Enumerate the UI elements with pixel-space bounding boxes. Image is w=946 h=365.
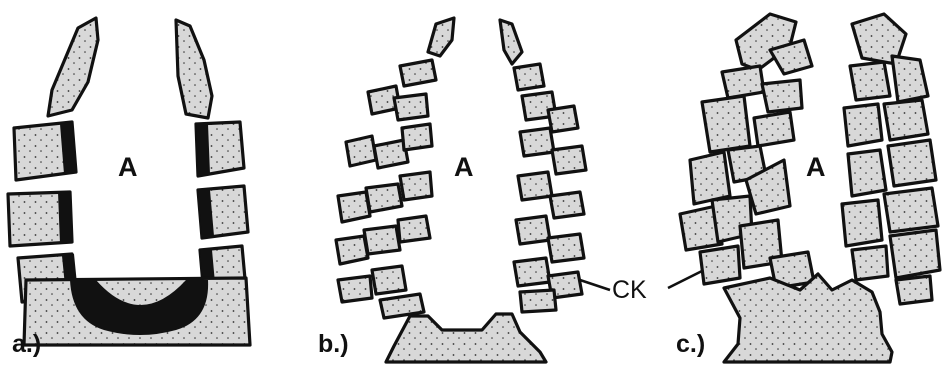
panel-b-left-seg-10	[336, 236, 368, 264]
panel-c-frag-18	[844, 104, 882, 146]
panel-c-frag-16	[850, 62, 890, 100]
panel-c-frag-20	[848, 150, 886, 196]
panel-b-right-seg-4	[520, 128, 554, 156]
panel-b-right-seg-5	[552, 146, 586, 174]
panel-a-right-dark-1	[196, 124, 210, 176]
panel-c-frag-19	[884, 100, 928, 140]
panel-b-left-seg-9	[400, 172, 432, 200]
panel-c-frag-7	[690, 152, 730, 204]
panel-b-right-seg-3	[548, 106, 578, 132]
panel-b-left-tip	[428, 18, 454, 56]
panel-c-frag-17	[892, 56, 928, 102]
panel-c-label: c.)	[676, 330, 705, 358]
panel-c-frag-23	[884, 188, 938, 232]
panel-c-right-fragments	[842, 14, 940, 304]
panel-c: A c.)	[676, 14, 940, 362]
panel-a-right-tip	[176, 20, 212, 118]
panel-b-right-tip	[500, 20, 522, 64]
panel-b-left-seg-4	[346, 136, 376, 166]
panel-a-left-tip	[48, 18, 98, 116]
panel-c-cavity-label: A	[806, 152, 826, 182]
ck-label: CK	[612, 276, 647, 304]
panel-b-right-segments	[514, 64, 586, 312]
panel-b-left-seg-7	[338, 192, 370, 222]
panel-b-label: b.)	[318, 330, 349, 358]
panel-a: A a.)	[8, 18, 250, 358]
panel-c-base	[724, 274, 892, 362]
panel-c-frag-12	[700, 246, 740, 284]
panel-c-frag-25	[890, 230, 940, 278]
panel-c-frag-21	[888, 140, 936, 186]
panel-b-left-seg-14	[372, 266, 406, 294]
panel-b-left-seg-1	[400, 60, 436, 86]
panel-b-right-seg-7	[550, 192, 584, 218]
panel-b-left-seg-13	[338, 276, 372, 302]
panel-b-base	[386, 314, 546, 362]
panel-b-right-seg-1	[514, 64, 544, 90]
panel-b-right-seg-9	[548, 234, 584, 262]
ck-callout: CK	[580, 262, 720, 304]
panel-b-left-seg-6	[402, 124, 432, 150]
panel-c-frag-22	[842, 200, 882, 246]
panel-a-left-dark-2	[58, 192, 72, 244]
panel-b-left-seg-11	[364, 226, 400, 254]
panel-c-frag-5	[702, 96, 750, 152]
ck-leader-left	[580, 280, 610, 290]
panel-b-right-seg-12	[520, 290, 556, 312]
panel-b-left-seg-12	[398, 216, 430, 242]
panel-c-frag-3	[722, 66, 764, 98]
panel-c-left-fragments	[680, 14, 814, 288]
panel-b: A b.)	[318, 18, 586, 362]
panel-c-frag-6	[754, 112, 794, 146]
panel-b-left-seg-3	[394, 94, 428, 120]
panel-c-frag-24	[852, 246, 888, 280]
panel-b-left-segments	[336, 60, 436, 318]
panel-a-label: a.)	[12, 330, 41, 358]
panel-b-cavity-label: A	[454, 152, 474, 182]
panel-c-frag-4	[762, 80, 802, 112]
panel-b-right-seg-8	[516, 216, 550, 244]
panel-c-frag-26	[896, 276, 932, 304]
panel-b-right-seg-6	[518, 172, 552, 200]
panel-b-right-seg-10	[514, 258, 550, 286]
panel-b-left-seg-8	[366, 184, 402, 212]
panel-a-cavity-label: A	[118, 152, 138, 182]
